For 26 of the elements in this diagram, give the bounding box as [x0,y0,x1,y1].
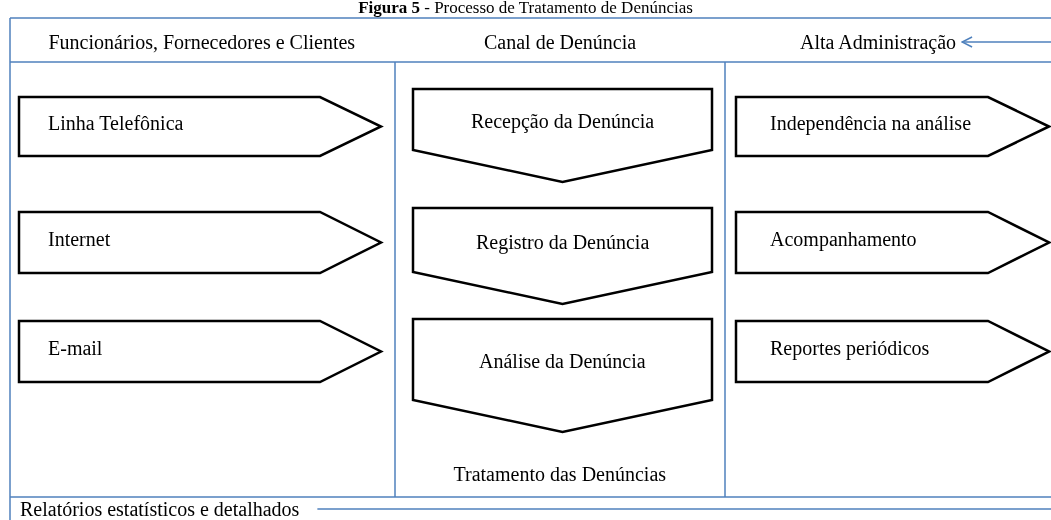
arrow [961,36,1051,48]
step-label: Registro da Denúncia [476,229,650,254]
step-label: Internet [48,226,111,251]
report-label: Relatórios estatísticos e detalhados [20,497,300,520]
pentagon-arrow-box [735,320,1050,383]
figure-title: Figura 5 - Processo de Tratamento de Denúncias [357,0,694,19]
pentagon-arrow-box [18,320,382,383]
chevron-down-box [412,207,713,305]
step-label: E-mail [48,335,103,360]
chevron-down-box [412,88,713,183]
pentagon-arrow-box [735,211,1050,274]
step-label: Acompanhamento [770,226,917,251]
lane-caption: Tratamento das Denúncias [453,462,667,486]
chevron-down-box [412,318,713,433]
step-label: Recepção da Denúncia [471,109,655,133]
pentagon-arrow-box [735,96,1050,157]
pentagon-arrow-box [18,96,382,157]
step-label: Linha Telefônica [48,110,184,135]
step-label: Análise da Denúncia [479,349,646,373]
pentagon-arrow-box [18,211,382,274]
step-label: Independência na análise [770,110,971,135]
connector-line [316,508,1051,510]
lane-header: Funcionários, Fornecedores e Clientes [48,30,356,54]
step-label: Reportes periódicos [770,335,930,360]
lane-header: Canal de Denúncia [484,30,637,54]
lane-header: Alta Administração [800,30,957,54]
